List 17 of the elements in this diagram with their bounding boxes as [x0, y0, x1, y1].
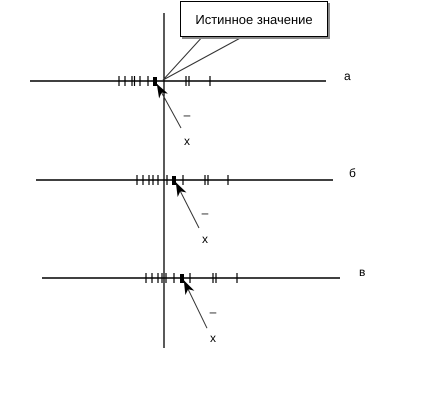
overbar-text: –: [184, 108, 190, 122]
arrow: [156, 84, 182, 128]
thick-tick-mark: [153, 77, 157, 86]
line-label: б: [349, 166, 356, 180]
variable-letter: x: [184, 134, 190, 148]
variable-letter: x: [202, 232, 208, 246]
line-label: а: [344, 69, 351, 83]
arrow: [176, 182, 200, 228]
overbar-text: –: [210, 305, 216, 319]
arrow: [184, 280, 208, 329]
thick-tick-mark: [172, 176, 176, 185]
callout-text: Истинное значение: [195, 12, 313, 26]
thick-tick-mark: [180, 274, 184, 283]
variable-letter: x: [210, 331, 216, 345]
line-label: в: [359, 265, 366, 279]
overbar-text: –: [202, 206, 208, 220]
callout-box: [180, 1, 328, 37]
